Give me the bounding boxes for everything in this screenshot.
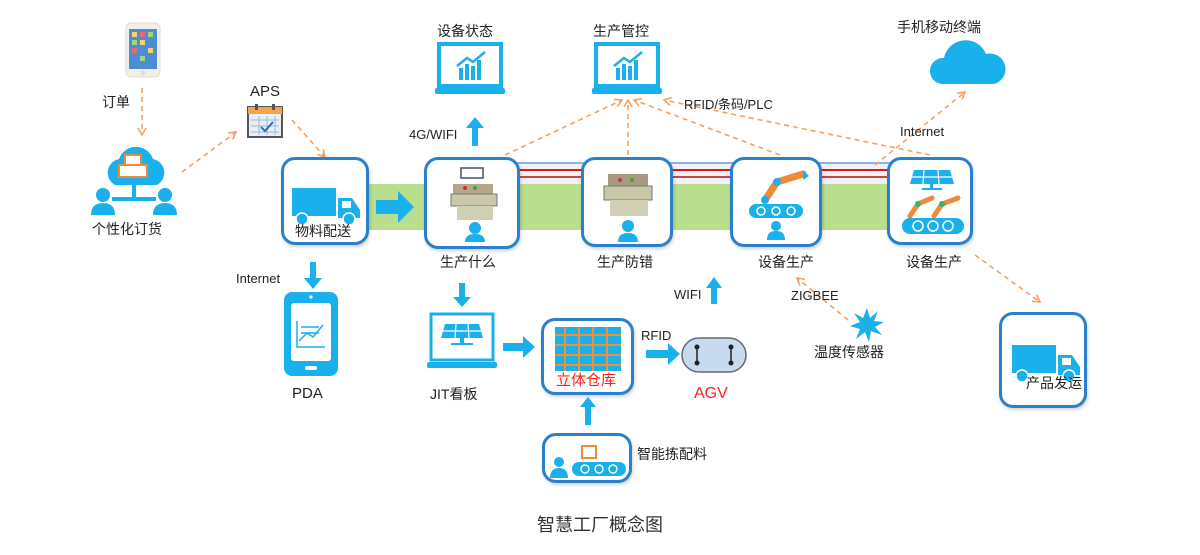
rfid-barcode-plc-label: RFID/条码/PLC — [684, 97, 773, 112]
warehouse-grid-icon — [555, 327, 621, 375]
4g-wifi-up-arrow — [466, 117, 484, 146]
rfid-to-agv-arrow — [646, 343, 680, 365]
jit-board-label: JIT看板 — [430, 386, 478, 402]
produce-to-control-arrow — [504, 98, 624, 156]
error-proofing-node[interactable] — [581, 157, 673, 247]
smartphone-icon — [125, 22, 161, 82]
equip-to-mobile-arrow — [874, 90, 967, 166]
custom-order-label: 个性化订货 — [92, 222, 162, 238]
aps-label: APS — [250, 83, 281, 100]
customer-to-aps-arrow — [181, 131, 238, 173]
cloud-icon — [928, 38, 1008, 90]
produce-what-label: 生产什么 — [440, 255, 496, 271]
equipment-production-node-2[interactable] — [887, 157, 973, 245]
machine-operator-icon — [447, 166, 503, 248]
delivery-to-produce-arrow — [376, 191, 414, 223]
solid-arrows — [304, 117, 722, 425]
equip1-to-control-arrow — [632, 97, 781, 156]
tablet-chart-icon — [283, 291, 339, 381]
internet-top-label: Internet — [900, 124, 945, 139]
laptop-chart-icon — [435, 42, 505, 100]
error-proofing-label: 生产防错 — [597, 255, 653, 271]
agv-icon — [681, 337, 747, 377]
truck-icon — [292, 186, 362, 230]
picking-to-warehouse-arrow — [580, 397, 596, 425]
jit-down-arrow — [453, 283, 471, 307]
4g-wifi-label: 4G/WIFI — [409, 127, 458, 142]
product-shipping-label: 产品发运 — [1026, 376, 1082, 392]
equipment-production-node-1[interactable] — [730, 157, 822, 247]
internet-left-label: Internet — [236, 271, 281, 286]
order-label: 订单 — [102, 95, 130, 111]
equipment-production-label-1: 设备生产 — [758, 255, 814, 271]
conveyor-operator-icon — [549, 440, 629, 484]
production-control-label: 生产管控 — [593, 24, 649, 40]
agv-label: AGV — [694, 385, 728, 402]
product-shipping-node[interactable] — [999, 312, 1087, 408]
jit-to-warehouse-arrow — [503, 336, 535, 358]
material-delivery-node[interactable] — [281, 157, 369, 245]
dashed-connectors — [137, 88, 1042, 321]
rfid-label: RFID — [641, 328, 672, 343]
material-delivery-label: 物料配送 — [295, 224, 351, 240]
aps-to-delivery-arrow — [291, 119, 327, 159]
calendar-icon — [247, 103, 283, 143]
warehouse-label: 立体仓库 — [556, 371, 617, 389]
starburst-icon — [850, 308, 884, 346]
diagram-caption: 智慧工厂概念图 — [537, 515, 663, 536]
robot-arm-icon — [745, 168, 811, 246]
wifi-label: WIFI — [674, 287, 702, 302]
equip2-to-control-arrow — [662, 96, 931, 156]
device-status-label: 设备状态 — [437, 24, 493, 40]
mobile-terminal-label: 手机移动终端 — [897, 20, 981, 36]
band-stripes-bg — [510, 162, 890, 184]
wifi-up-arrow — [706, 277, 722, 304]
sensor-to-equip-arrow — [795, 276, 849, 321]
equipment-production-label-2: 设备生产 — [906, 255, 962, 271]
produce-what-node[interactable] — [424, 157, 520, 249]
warehouse-node[interactable]: 立体仓库 — [541, 318, 634, 395]
robot-arms-solar-icon — [898, 166, 968, 244]
internet-down-arrow — [304, 262, 322, 289]
laptop-chart-icon — [592, 42, 662, 100]
laptop-solar-icon — [427, 312, 497, 374]
truck-icon — [1012, 343, 1082, 387]
smart-picking-label: 智能拣配料 — [637, 447, 707, 463]
smart-picking-node[interactable] — [542, 433, 632, 483]
zigbee-label: ZIGBEE — [791, 288, 839, 303]
cloud-network-icon — [85, 143, 185, 222]
equip-to-shipping-arrow — [974, 254, 1042, 303]
machine-operator-icon — [602, 170, 658, 248]
pda-label: PDA — [292, 385, 323, 402]
temp-sensor-label: 温度传感器 — [814, 345, 884, 361]
